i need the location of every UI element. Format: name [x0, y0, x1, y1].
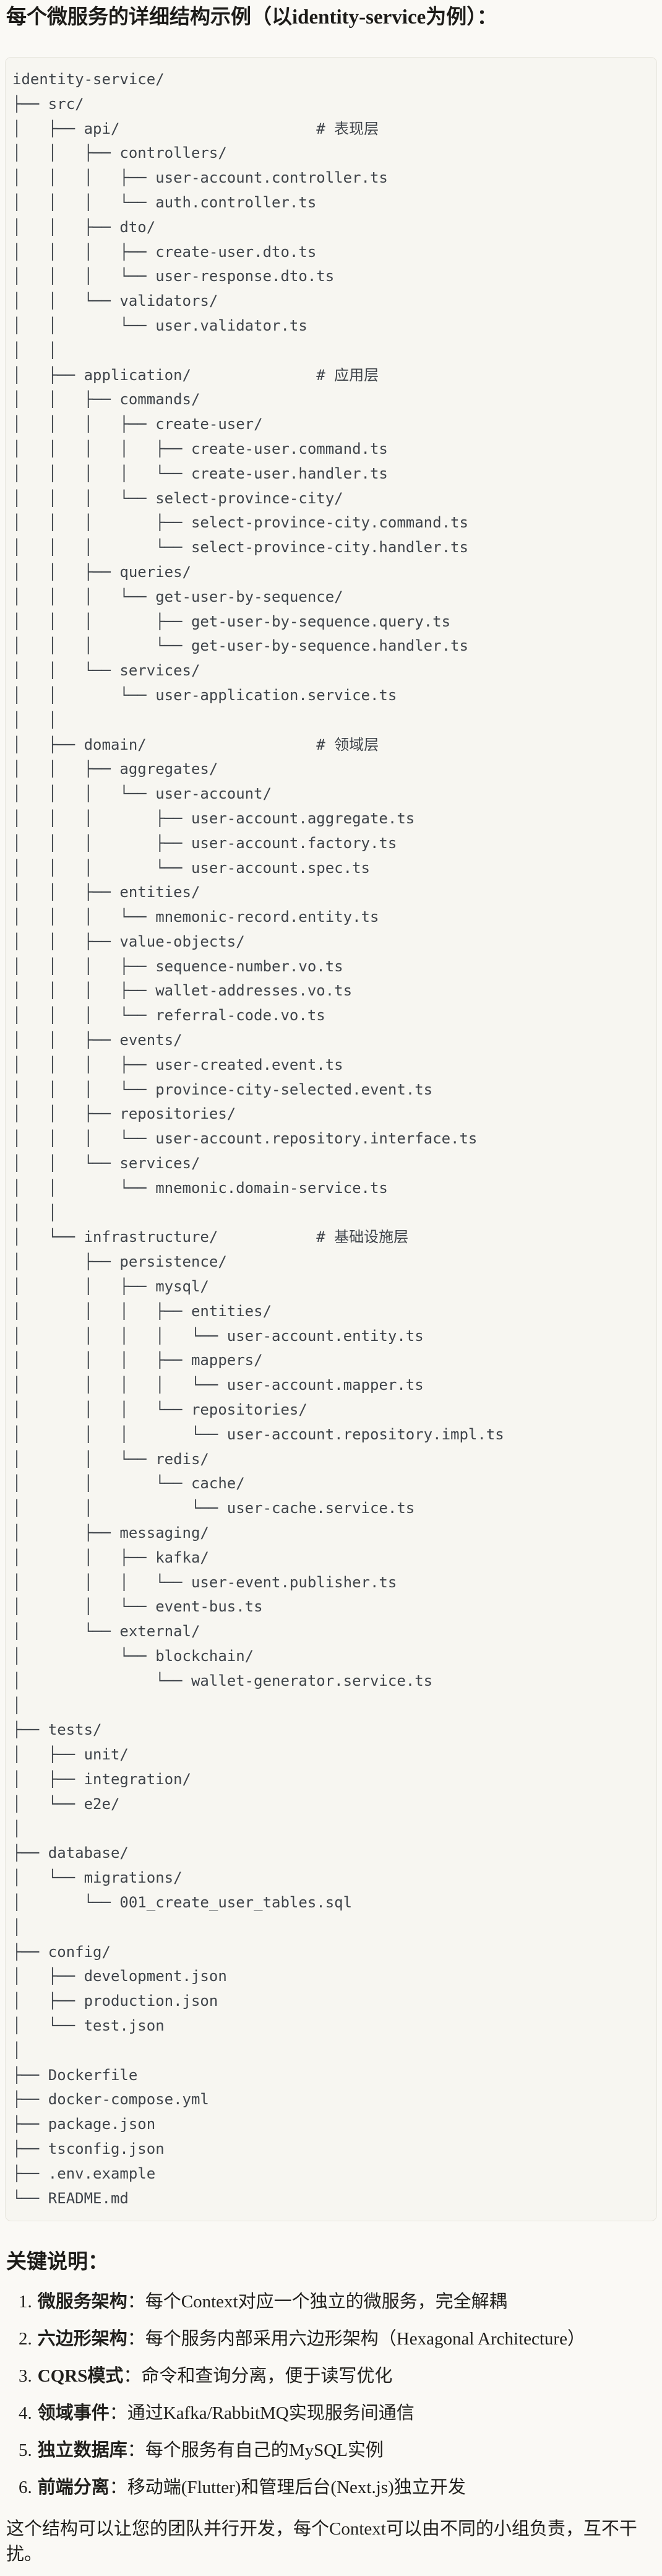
- item-description: 通过Kafka/RabbitMQ实现服务间通信: [127, 2403, 415, 2424]
- item-separator: ：: [127, 2329, 145, 2349]
- item-description: 移动端(Flutter)和管理后台(Next.js)独立开发: [127, 2478, 466, 2498]
- item-description: 每个Context对应一个独立的微服务，完全解耦: [145, 2292, 507, 2312]
- closing-paragraph: 这个结构可以让您的团队并行开发，每个Context可以由不同的小组负责，互不干扰…: [6, 2519, 637, 2565]
- item-separator: ：: [127, 2292, 145, 2312]
- item-term: 微服务架构: [37, 2292, 127, 2312]
- item-number: 2.: [19, 2329, 32, 2349]
- item-term: 六边形架构: [37, 2329, 127, 2349]
- item-description: 每个服务内部采用六边形架构（Hexagonal Architecture）: [145, 2329, 585, 2349]
- item-description: 每个服务有自己的MySQL实例: [145, 2440, 384, 2461]
- item-separator: ：: [109, 2478, 127, 2498]
- code-block: identity-service/ ├── src/ │ ├── api/ # …: [5, 57, 657, 2222]
- item-description: 命令和查询分离，便于读写优化: [141, 2366, 393, 2387]
- item-term: CQRS模式: [37, 2366, 124, 2387]
- item-number: 3.: [19, 2366, 32, 2387]
- item-term: 前端分离: [37, 2478, 110, 2498]
- key-note-item: 2.六边形架构：每个服务内部采用六边形架构（Hexagonal Architec…: [19, 2328, 657, 2349]
- item-separator: ：: [109, 2403, 127, 2424]
- item-term: 领域事件: [37, 2403, 110, 2424]
- page-title: 每个微服务的详细结构示例（以identity-service为例）：: [6, 6, 497, 28]
- item-term: 独立数据库: [37, 2440, 127, 2461]
- item-separator: ：: [127, 2440, 145, 2461]
- key-notes-list: 1.微服务架构：每个Context对应一个独立的微服务，完全解耦 2.六边形架构…: [5, 2291, 657, 2498]
- key-note-item: 4.领域事件：通过Kafka/RabbitMQ实现服务间通信: [19, 2403, 657, 2424]
- item-number: 1.: [19, 2292, 32, 2312]
- key-note-item: 6.前端分离：移动端(Flutter)和管理后台(Next.js)独立开发: [19, 2477, 657, 2498]
- key-note-item: 3.CQRS模式：命令和查询分离，便于读写优化: [19, 2366, 657, 2387]
- key-note-item: 5.独立数据库：每个服务有自己的MySQL实例: [19, 2440, 657, 2461]
- file-tree: identity-service/ ├── src/ │ ├── api/ # …: [12, 71, 504, 2207]
- item-number: 6.: [19, 2478, 32, 2498]
- item-number: 4.: [19, 2403, 32, 2424]
- item-separator: ：: [123, 2366, 142, 2387]
- item-number: 5.: [19, 2440, 32, 2461]
- key-note-item: 1.微服务架构：每个Context对应一个独立的微服务，完全解耦: [19, 2291, 657, 2312]
- notes-heading: 关键说明：: [6, 2251, 108, 2274]
